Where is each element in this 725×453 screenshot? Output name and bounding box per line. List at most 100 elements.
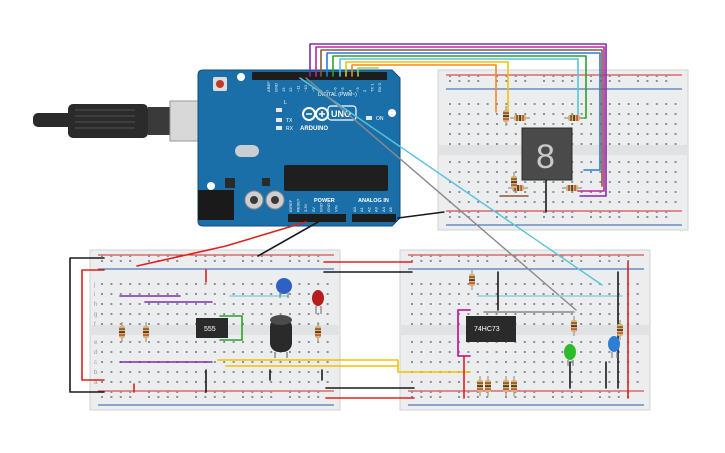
terminal-hole [486,351,489,353]
rail-hole [505,75,508,77]
terminal-hole [514,303,517,305]
rail-hole [505,216,508,218]
rail-hole [242,260,244,262]
terminal-hole [505,303,507,305]
terminal-hole [223,351,226,353]
terminal-hole [129,351,132,353]
terminal-hole [655,103,658,105]
terminal-hole [204,303,207,305]
terminal-hole [646,201,649,203]
terminal-hole [166,381,169,383]
terminal-hole [467,171,470,173]
terminal-hole [449,191,451,193]
terminal-hole [298,323,301,325]
terminal-hole [467,191,470,193]
terminal-hole [589,361,592,363]
terminal-hole [429,283,432,285]
terminal-hole [552,283,554,285]
terminal-hole [486,361,489,363]
terminal-hole [646,113,649,115]
terminal-hole [646,123,649,125]
terminal-hole [637,171,639,173]
terminal-hole [637,191,639,193]
terminal-hole [495,303,498,305]
terminal-hole [552,293,554,295]
terminal-hole [486,303,489,305]
rail-hole [571,211,574,213]
terminal-hole [655,133,658,135]
terminal-hole [524,181,527,183]
terminal-hole [486,143,489,145]
terminal-hole [636,293,639,295]
rail-hole [599,396,601,398]
rail-hole [608,211,611,213]
terminal-hole [618,201,621,203]
terminal-hole [326,381,329,383]
terminal-hole [411,323,413,325]
terminal-hole [580,351,583,353]
terminal-hole [543,103,545,105]
terminal-hole [496,103,498,105]
terminal-hole [157,293,160,295]
terminal-hole [542,293,545,295]
terminal-hole [524,123,527,125]
electrolytic-capacitor [270,315,292,358]
terminal-hole [223,381,226,383]
terminal-hole [326,341,329,343]
terminal-hole [646,191,649,193]
terminal-hole [589,323,592,325]
rail-hole [307,260,310,262]
terminal-hole [476,371,479,373]
terminal-hole [148,323,150,325]
on-led-label: ON [376,116,384,122]
terminal-hole [420,323,423,325]
terminal-hole [251,361,254,363]
terminal-hole [496,181,498,183]
rail-hole [148,260,150,262]
terminal-hole [185,303,188,305]
rail-hole [655,80,658,82]
rail-hole [467,391,470,393]
terminal-hole [458,283,460,285]
rail-hole [570,391,573,393]
terminal-hole [251,381,254,383]
terminal-hole [279,371,282,373]
terminal-hole [449,143,451,145]
rail-hole [467,260,470,262]
terminal-hole [129,371,132,373]
terminal-hole [514,313,517,315]
terminal-hole [119,371,122,373]
row-letter: h [94,302,97,308]
rail-hole [655,75,658,77]
rail-hole [552,75,555,77]
terminal-hole [476,283,479,285]
terminal-hole [458,113,461,115]
terminal-hole [590,113,592,115]
wire-gray-diagonal [305,77,577,311]
terminal-hole [119,303,122,305]
terminal-hole [458,181,461,183]
terminal-hole [514,113,517,115]
rail-hole [665,75,668,77]
rail-hole [533,396,536,398]
terminal-hole [420,361,423,363]
terminal-hole [129,303,132,305]
rail-hole [307,396,310,398]
terminal-hole [176,351,179,353]
terminal-hole [636,303,639,305]
rail-hole [449,211,451,213]
terminal-hole [505,133,508,135]
green-led [564,344,576,366]
terminal-hole [101,341,103,343]
terminal-hole [552,323,554,325]
terminal-hole [242,361,244,363]
terminal-hole [486,123,489,125]
rail-hole [449,80,451,82]
terminal-hole [570,303,573,305]
rail-hole [646,80,649,82]
terminal-hole [561,283,564,285]
terminal-hole [270,381,273,383]
terminal-hole [552,313,554,315]
terminal-hole [476,293,479,295]
terminal-hole [636,283,639,285]
